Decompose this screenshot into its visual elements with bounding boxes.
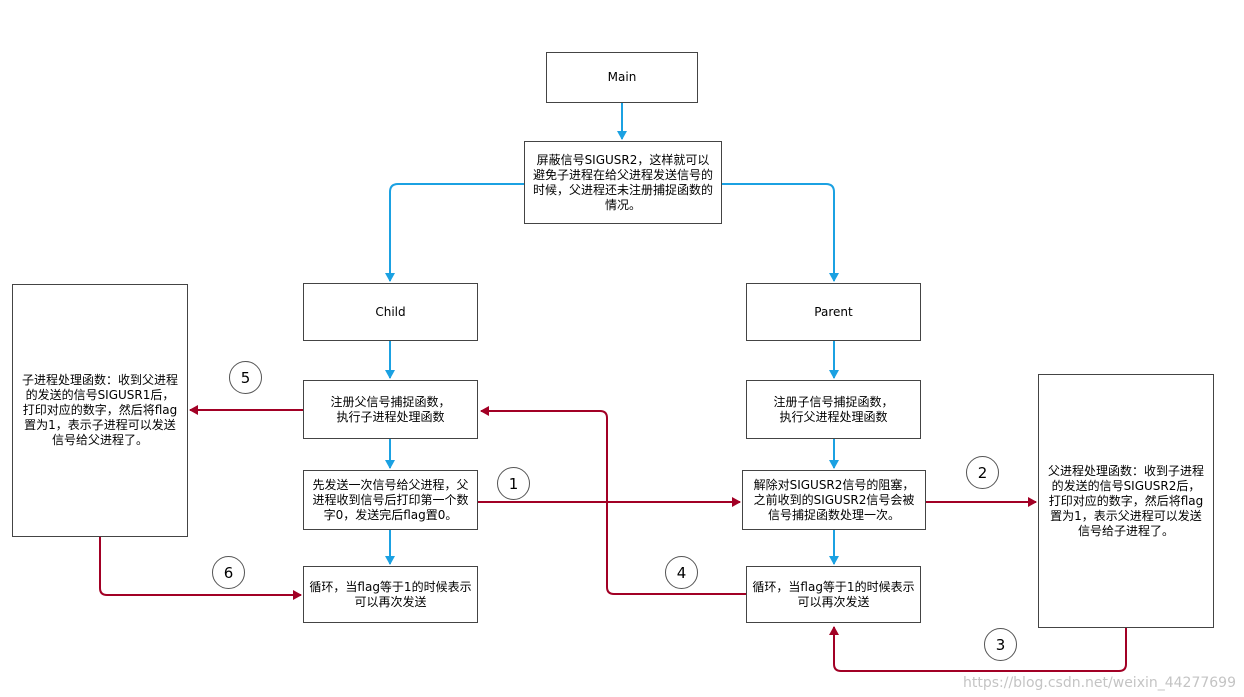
node-parent-loop: 循环，当flag等于1的时候表示 可以再次发送	[746, 566, 921, 623]
node-child-register-label: 注册父信号捕捉函数， 执行子进程处理函数	[330, 394, 451, 424]
step-badge-5: 5	[229, 361, 262, 394]
edge-parent-handler-to-loop	[829, 626, 1127, 672]
step-badge-3-label: 3	[995, 635, 1006, 654]
edge-mask-to-parent	[722, 183, 839, 282]
node-parent: Parent	[746, 283, 921, 341]
step-badge-5-label: 5	[240, 368, 251, 387]
step-badge-4: 4	[665, 556, 698, 589]
node-mask-signal: 屏蔽信号SIGUSR2，这样就可以 避免子进程在给父进程发送信号的 时候，父进程…	[524, 141, 722, 224]
step-badge-6-label: 6	[223, 563, 234, 582]
node-parent-handler: 父进程处理函数：收到子进程 的发送的信号SIGUSR2后， 打印对应的数字，然后…	[1038, 374, 1214, 628]
step-badge-6: 6	[212, 556, 245, 589]
step-badge-1-label: 1	[508, 474, 519, 493]
step-badge-1: 1	[497, 467, 530, 500]
step-badge-4-label: 4	[676, 563, 687, 582]
node-parent-register-label: 注册子信号捕捉函数， 执行父进程处理函数	[773, 394, 894, 424]
node-parent-register: 注册子信号捕捉函数， 执行父进程处理函数	[746, 380, 921, 439]
node-main-label: Main	[607, 70, 637, 84]
node-parent-label: Parent	[814, 304, 853, 319]
node-parent-unblock: 解除对SIGUSR2信号的阻塞， 之前收到的SIGUSR2信号会被 信号捕捉函数…	[742, 470, 926, 530]
node-parent-handler-label: 父进程处理函数：收到子进程 的发送的信号SIGUSR2后， 打印对应的数字，然后…	[1047, 463, 1204, 538]
step-badge-3: 3	[984, 628, 1017, 661]
node-child-register: 注册父信号捕捉函数， 执行子进程处理函数	[303, 380, 478, 439]
node-parent-loop-label: 循环，当flag等于1的时候表示 可以再次发送	[752, 579, 915, 609]
edge-parent-loop-to-child-register	[480, 406, 746, 595]
step-badge-2: 2	[966, 456, 999, 489]
node-child-handler: 子进程处理函数：收到父进程 的发送的信号SIGUSR1后， 打印对应的数字，然后…	[12, 284, 188, 537]
edge-mask-to-child	[385, 183, 526, 282]
step-badge-2-label: 2	[977, 463, 988, 482]
node-child-label: Child	[375, 304, 406, 319]
node-parent-unblock-label: 解除对SIGUSR2信号的阻塞， 之前收到的SIGUSR2信号会被 信号捕捉函数…	[753, 477, 915, 522]
node-child-loop: 循环，当flag等于1的时候表示 可以再次发送	[303, 566, 478, 623]
node-mask-signal-label: 屏蔽信号SIGUSR2，这样就可以 避免子进程在给父进程发送信号的 时候，父进程…	[532, 152, 713, 212]
edge-child-handler-to-loop	[99, 537, 302, 600]
watermark: https://blog.csdn.net/weixin_44277699	[962, 675, 1236, 691]
node-child-loop-label: 循环，当flag等于1的时候表示 可以再次发送	[309, 579, 472, 609]
node-child-send: 先发送一次信号给父进程，父 进程收到信号后打印第一个数 字0，发送完后flag置…	[303, 470, 478, 530]
node-child-handler-label: 子进程处理函数：收到父进程 的发送的信号SIGUSR1后， 打印对应的数字，然后…	[21, 373, 178, 447]
node-child-send-label: 先发送一次信号给父进程，父 进程收到信号后打印第一个数 字0，发送完后flag置…	[312, 477, 469, 522]
node-child: Child	[303, 283, 478, 341]
node-main: Main	[546, 52, 698, 103]
